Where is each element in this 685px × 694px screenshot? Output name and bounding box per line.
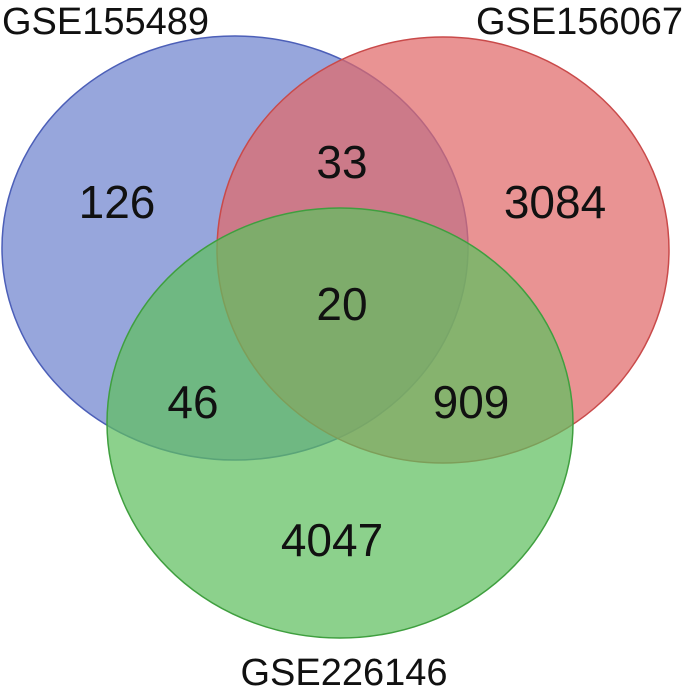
count-gse155489-only: 126 bbox=[79, 176, 156, 228]
count-gse155489-gse226146: 46 bbox=[167, 376, 218, 428]
count-gse226146-only: 4047 bbox=[281, 514, 383, 566]
count-gse156067-only: 3084 bbox=[504, 176, 606, 228]
count-gse155489-gse156067: 33 bbox=[316, 136, 367, 188]
set-label-gse155489: GSE155489 bbox=[2, 1, 209, 43]
set-circle-gse226146 bbox=[106, 207, 574, 639]
count-all-three: 20 bbox=[316, 278, 367, 330]
set-label-gse156067: GSE156067 bbox=[476, 1, 683, 43]
count-gse156067-gse226146: 909 bbox=[433, 376, 510, 428]
set-label-gse226146: GSE226146 bbox=[240, 652, 447, 694]
